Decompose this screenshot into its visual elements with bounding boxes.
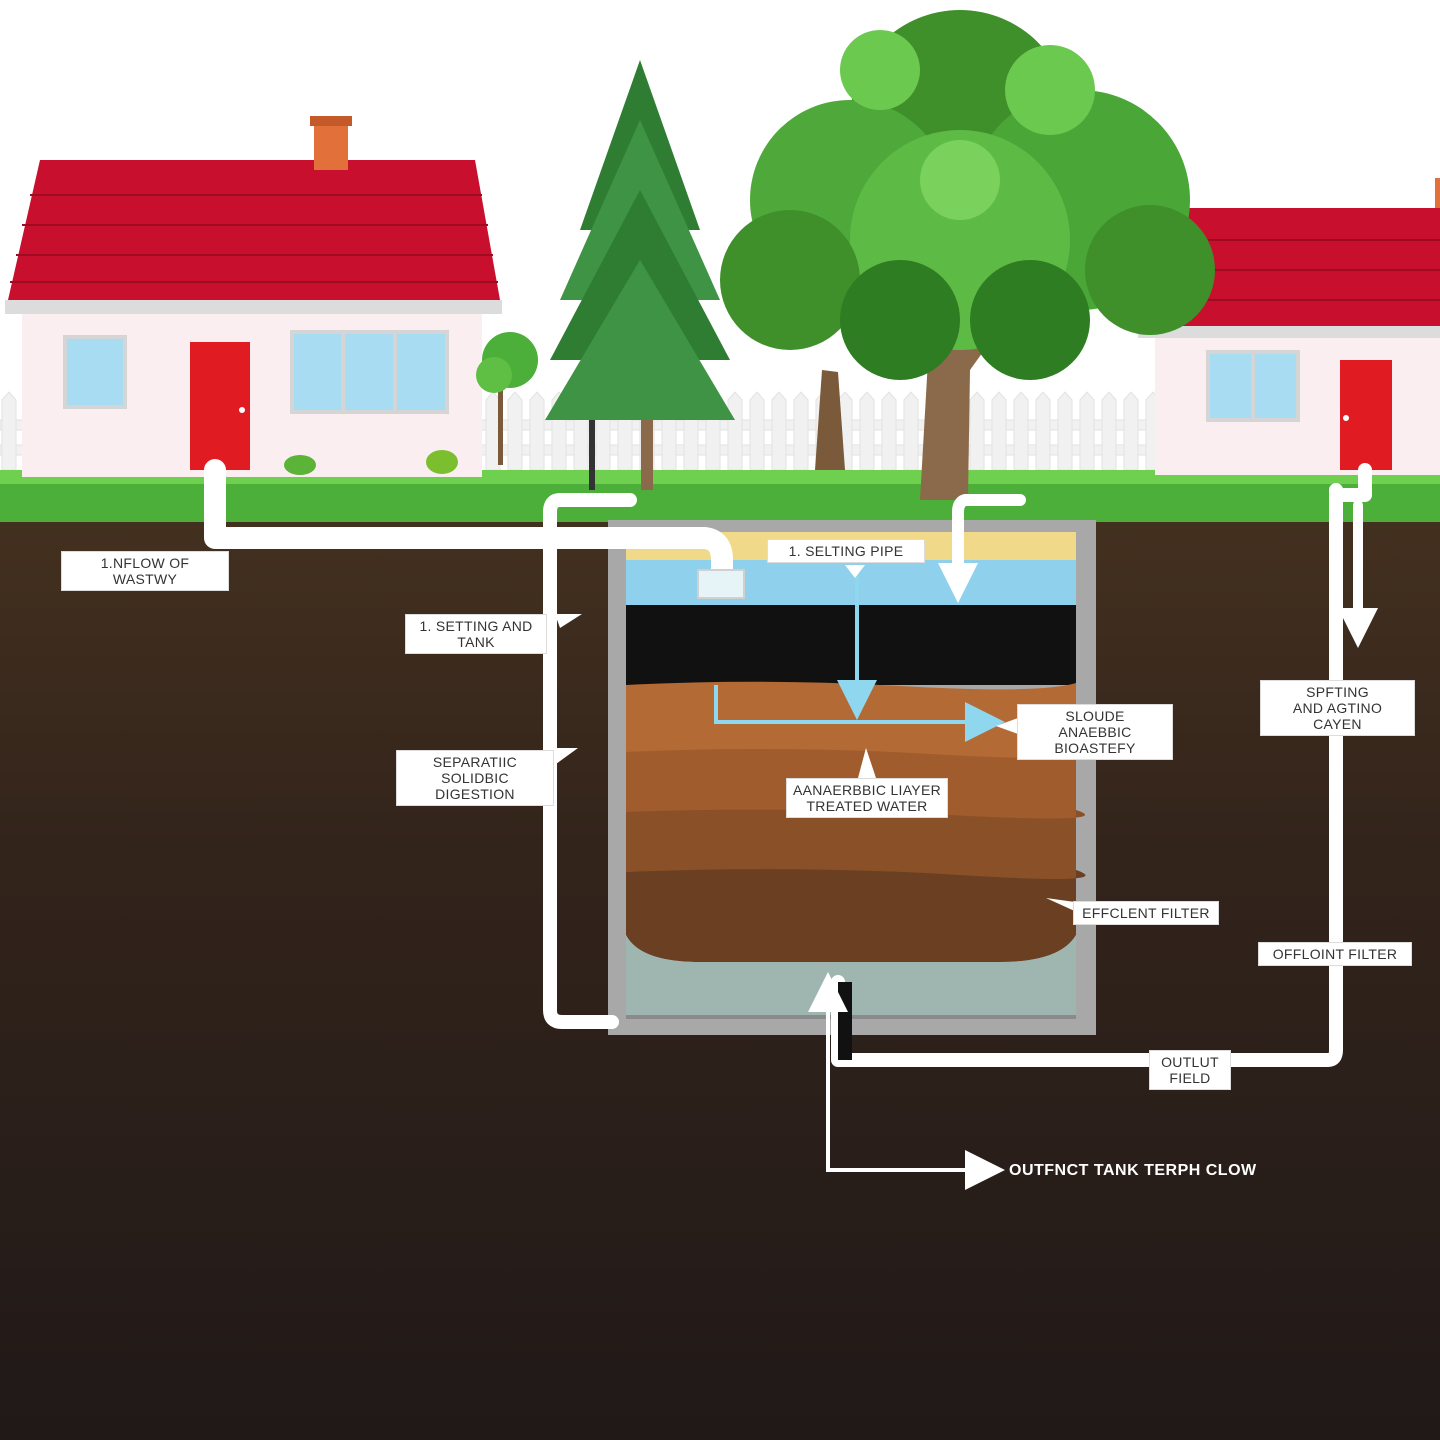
fence-picket	[1, 391, 17, 471]
label-outlut-field: OUTLUT FIELD	[1149, 1050, 1231, 1090]
right-house-pipe	[1333, 463, 1372, 502]
fence-picket	[1013, 391, 1029, 471]
chimney-icon	[314, 118, 348, 170]
arrow-sludge-right	[714, 685, 1005, 742]
label-spfting: SPFTING AND AGTINO CAYEN	[1260, 680, 1415, 736]
inlet-pipe	[204, 459, 733, 586]
outlet-pipe	[831, 483, 1343, 1067]
fence-picket	[749, 391, 765, 471]
fence-picket	[793, 391, 809, 471]
fence-picket	[1079, 391, 1095, 471]
right-vent-pipe	[952, 494, 1026, 581]
fence-picket	[1057, 391, 1073, 471]
window	[290, 330, 449, 414]
oak-tree	[720, 10, 1215, 500]
fence-picket	[529, 391, 545, 471]
small-tree	[476, 332, 538, 465]
fence-picket	[1101, 391, 1117, 471]
label-sloude: SLOUDE ANAEBBIC BIOASTEFY	[1017, 704, 1173, 760]
flow-arrows	[714, 560, 1378, 1190]
label-outflow: OUTFNCT TANK TERPH CLOW	[1009, 1162, 1257, 1179]
house-right	[1138, 178, 1440, 475]
window	[63, 335, 127, 409]
house-left	[5, 116, 502, 477]
label-settling-pipe: 1. SELTING PIPE	[767, 539, 925, 563]
fence-picket	[1123, 391, 1139, 471]
door	[190, 342, 250, 470]
fence-picket	[969, 391, 985, 471]
label-offluint-filter: OFFLOINT FILTER	[1258, 942, 1412, 966]
fence-picket	[991, 391, 1007, 471]
label-separation: SEPARATIIC SOLIDBIC DIGESTION	[396, 750, 554, 806]
label-inflow: 1.NFLOW OF WASTWY	[61, 551, 229, 591]
label-settling-and-tank: 1. SETTING AND TANK	[405, 614, 547, 654]
fence-picket	[903, 391, 919, 471]
fence-picket	[859, 391, 875, 471]
fence-picket	[727, 391, 743, 471]
label-anaerobic-layer: AANAERBBIC LIAYER TREATED WATER	[786, 778, 948, 818]
arrow-outflow	[826, 1060, 1005, 1190]
pine-tree	[545, 60, 735, 490]
fence-picket	[771, 391, 787, 471]
fence-picket	[485, 391, 501, 471]
fence-picket	[507, 391, 523, 471]
fence-picket	[1035, 391, 1051, 471]
pipes	[204, 459, 1372, 1067]
septic-tank	[608, 520, 1096, 1035]
label-effluent-filter: EFFCLENT FILTER	[1073, 901, 1219, 925]
fence-picket	[881, 391, 897, 471]
door	[1340, 360, 1392, 470]
